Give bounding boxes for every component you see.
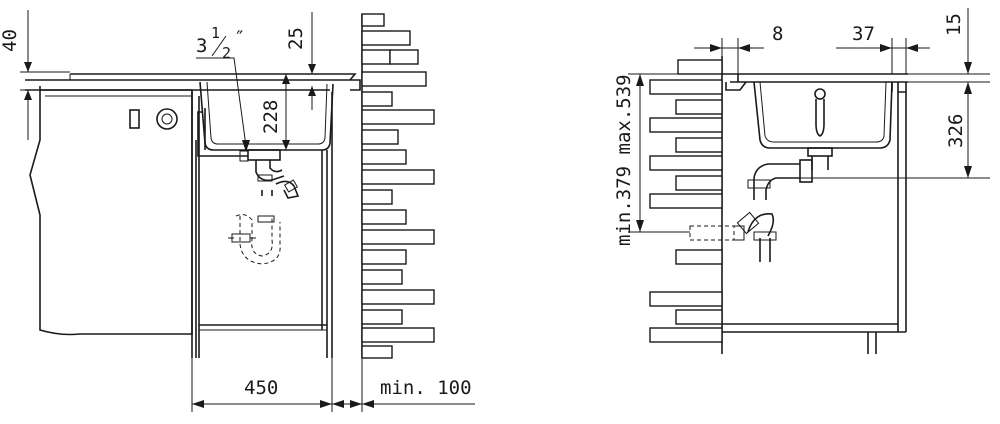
dimension-37: 37 (836, 23, 930, 74)
right-drain-pipe (689, 159, 813, 262)
dimension-15: 15 (908, 8, 990, 108)
dim-thread-den: 2 (222, 44, 231, 62)
dim-15-label: 15 (943, 13, 965, 36)
right-cabinet (722, 92, 907, 354)
dimension-326: 326 (800, 82, 990, 179)
left-sink-cabinet (191, 90, 333, 358)
dimension-8: 8 (694, 23, 783, 74)
dim-thread-whole: 3 (196, 35, 207, 57)
dimension-40: 40 (0, 10, 70, 140)
knob-icon (156, 108, 178, 130)
left-cabinet (29, 86, 193, 336)
dim-37-label: 37 (852, 23, 875, 45)
left-brick-wall (361, 13, 435, 359)
dim-8-label: 8 (772, 23, 783, 45)
right-brick-wall (649, 56, 723, 354)
dimension-228: 228 (260, 73, 300, 151)
dimension-min-100: min. 100 (332, 358, 475, 412)
left-overflow-pipe (197, 108, 249, 162)
dim-25-label: 25 (285, 27, 307, 50)
dim-228-label: 228 (260, 100, 282, 134)
dim-40-label: 40 (0, 29, 21, 52)
right-sink-bowl (753, 81, 893, 149)
dim-450-label: 450 (244, 377, 278, 399)
right-installation-view: 8 37 15 326 (613, 8, 990, 354)
left-worktop (25, 73, 361, 91)
switch-icon (129, 109, 140, 129)
right-worktop (722, 73, 908, 93)
dimension-450: 450 (191, 358, 333, 412)
right-overflow-standpipe (807, 88, 833, 170)
dim-thread-num: 1 (211, 24, 220, 42)
left-installation-view: 40 3 1 2 ″ 25 228 (0, 10, 475, 412)
dim-min-100-label: min. 100 (380, 377, 472, 399)
left-siphon (228, 160, 300, 265)
dim-min-max-label: min.379 max.539 (613, 74, 635, 246)
dimension-25: 25 (285, 12, 316, 110)
dim-thread-mark: ″ (234, 27, 245, 49)
dimension-thread-size: 3 1 2 ″ (196, 24, 250, 152)
dim-326-label: 326 (945, 114, 967, 148)
dimension-min-max: min.379 max.539 (613, 73, 722, 246)
